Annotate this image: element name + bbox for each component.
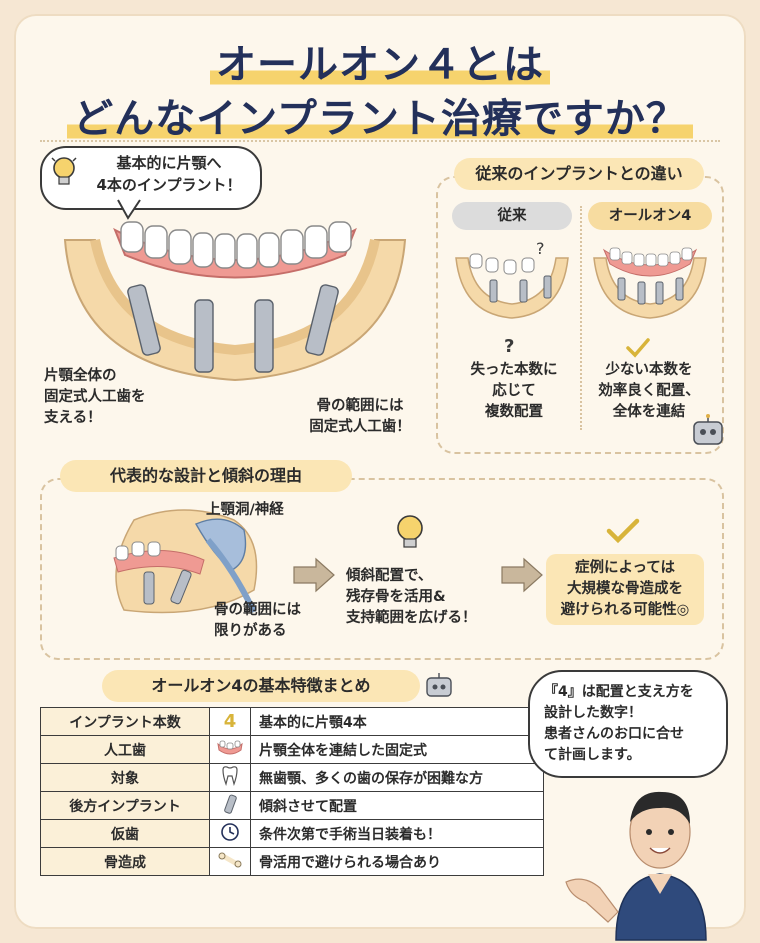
table-row: 骨造成 骨活用で避けられる場合あり [40,847,544,876]
table-row: 後方インプラント 傾斜させて配置 [40,791,544,820]
checkmark-icon [626,338,650,358]
result-line-2: 大規模な骨造成を [567,581,683,597]
implant-icon [209,791,251,820]
row-value: 条件次第で手術当日装着も！ [250,819,544,848]
number-four-icon: 4 [209,707,251,736]
limit-line-1: 骨の範囲には [214,602,301,618]
limit-line-2: 限りがある [214,623,287,639]
conventional-description: 失った本数に 応じて 複数配置 [452,360,576,423]
conv-line-1: 失った本数に [470,362,558,378]
row-value: 片顎全体を連結した固定式 [250,735,544,764]
table-row: 人工歯 片顎全体を連結した固定式 [40,735,544,764]
hero-speech-bubble: 基本的に片顎へ 4本のインプラント！ [40,146,262,210]
hero-bubble-line-2: 4本のインプラント！ [96,176,242,194]
hero-caption-right: 骨の範囲には 固定式人工歯！ [290,396,430,438]
row-key: 人工歯 [40,735,210,764]
middle-line-2: 残存骨を活用& [346,589,446,605]
conv-line-2: 応じて [492,383,536,399]
summary-table: インプラント本数 4 基本的に片顎4本 人工歯 片顎全体を連結した固定式 対象 … [40,707,544,876]
bubble-tail [117,199,141,220]
ao4-line-3: 全体を連結 [612,404,686,420]
table-row: インプラント本数 4 基本的に片顎4本 [40,707,544,736]
tooth-icon [209,763,251,792]
row-value: 基本的に片顎4本 [250,707,544,736]
all-on-4-description: 少ない本数を 効率良く配置、 全体を連結 [586,360,712,423]
robot-icon-2 [426,673,452,697]
speech-line-1: 『4』は配置と支え方を [544,684,694,700]
middle-line-3: 支持範囲を広げる！ [346,610,477,626]
title-line-2: どんなインプラント治療ですか？ [0,86,760,144]
caption-left-line-2: 固定式人工歯を [44,389,146,405]
conventional-jaw-illustration: ? [455,239,569,319]
caption-right-line-2: 固定式人工歯！ [309,419,411,435]
all-on-4-jaw-illustration [593,247,707,319]
tilted-implant-illustration [113,509,258,614]
bone-icon [209,847,251,876]
title-line-1: オールオン４とは [0,32,760,90]
design-title: 代表的な設計と傾斜の理由 [60,460,352,492]
row-key: インプラント本数 [40,707,210,736]
doctor-avatar [565,791,707,941]
sinus-nerve-label: 上顎洞/神経 [206,502,284,518]
hero-bubble-line-1: 基本的に片顎へ [116,154,222,172]
hero-caption-left: 片顎全体の 固定式人工歯を 支える！ [44,366,184,429]
caption-left-line-1: 片顎全体の [44,368,117,384]
comparison-title: 従来のインプラントとの違い [454,158,704,190]
table-row: 仮歯 条件次第で手術当日装着も！ [40,819,544,848]
row-value: 傾斜させて配置 [250,791,544,820]
clock-icon [209,819,251,848]
comparison-divider [580,206,582,430]
arrow-right-icon-2 [501,557,543,593]
question-mark-icon: ? [504,336,515,357]
speech-line-3: 患者さんのお口に合せ [544,726,684,742]
tilted-placement-text: 傾斜配置で、 残存骨を活用& 支持範囲を広げる！ [346,566,492,629]
title-divider [40,140,720,142]
conventional-tag: 従来 [452,202,572,230]
row-value: 骨活用で避けられる場合あり [250,847,544,876]
bone-limit-label: 骨の範囲には 限りがある [214,600,324,642]
result-line-1: 症例によっては [574,560,676,576]
row-key: 仮歯 [40,819,210,848]
summary-title: オールオン4の基本特徴まとめ [102,670,420,702]
svg-text:?: ? [536,239,545,258]
row-key: 対象 [40,763,210,792]
checkmark-icon-2 [606,518,640,544]
all-on-4-tag: オールオン4 [588,202,712,230]
table-row: 対象 無歯顎、多くの歯の保存が困難な方 [40,763,544,792]
design-panel [40,478,724,660]
speech-line-4: て計画します。 [544,747,641,763]
denture-icon [209,735,251,764]
row-key: 後方インプラント [40,791,210,820]
lightbulb-icon-2 [397,515,423,548]
doctor-speech-bubble: 『4』は配置と支え方を 設計した数字！ 患者さんのお口に合せ て計画します。 [528,670,728,778]
result-text: 症例によっては 大規模な骨造成を 避けられる可能性◎ [546,554,704,625]
caption-right-line-1: 骨の範囲には [316,398,404,414]
row-value: 無歯顎、多くの歯の保存が困難な方 [250,763,544,792]
full-arch-jaw-illustration [63,221,407,382]
middle-line-1: 傾斜配置で、 [346,568,433,584]
ao4-line-1: 少ない本数を [605,362,693,378]
lightbulb-icon [51,157,77,185]
arrow-right-icon [293,557,335,593]
conv-line-3: 複数配置 [485,404,543,420]
row-key: 骨造成 [40,847,210,876]
ao4-line-2: 効率良く配置、 [598,383,700,399]
robot-icon [693,414,723,445]
result-line-3: 避けられる可能性◎ [560,602,690,618]
caption-left-line-3: 支える！ [44,410,102,426]
speech-line-2: 設計した数字！ [544,705,642,721]
